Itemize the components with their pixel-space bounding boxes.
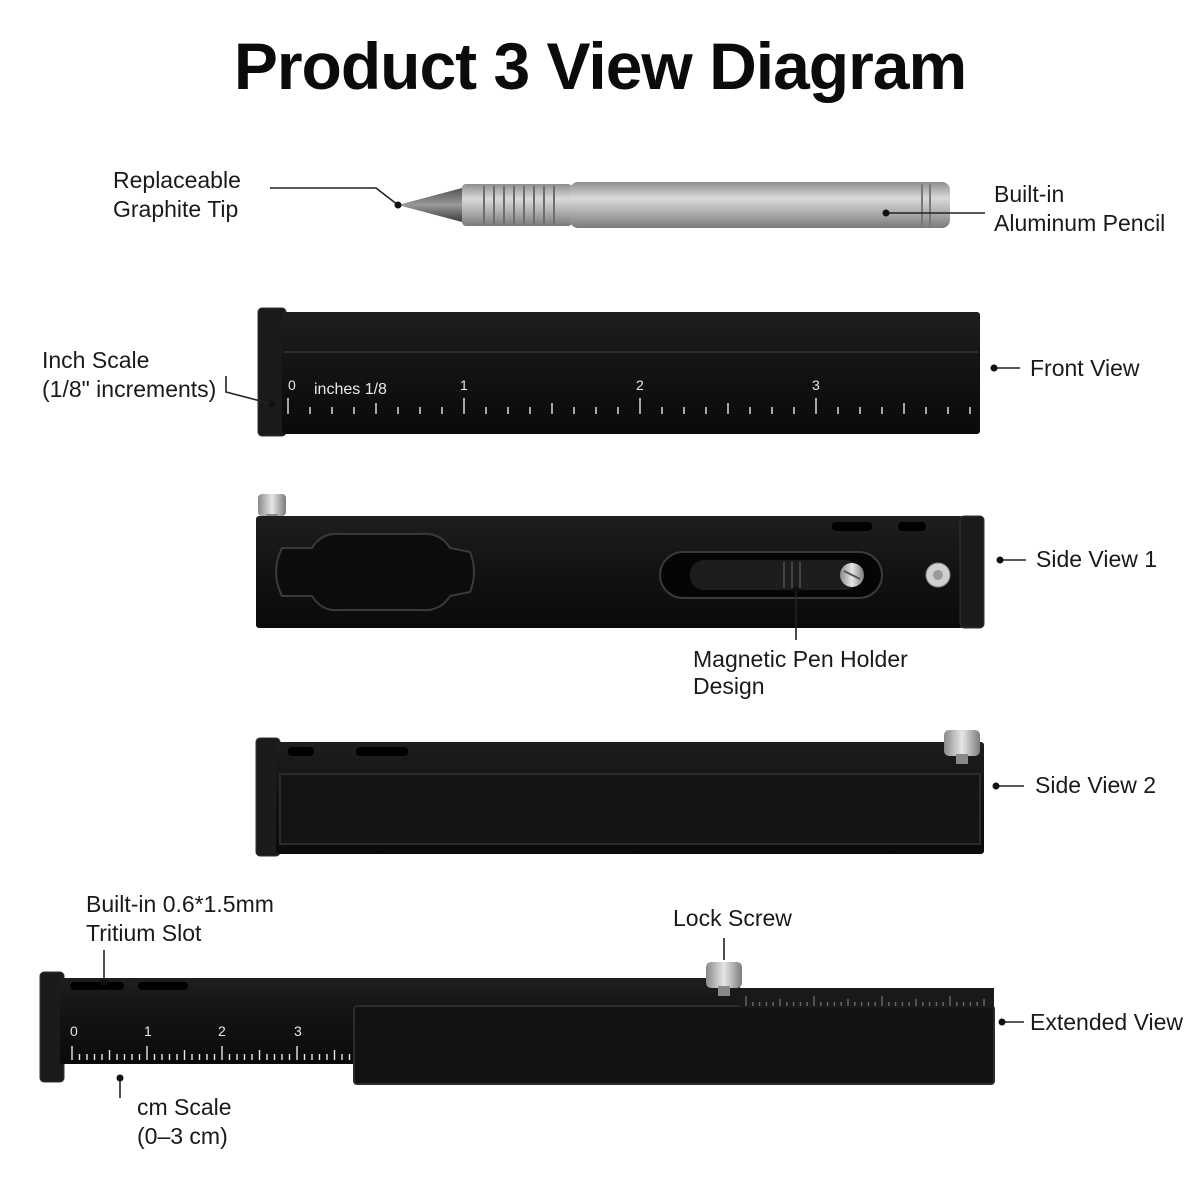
- cm-scale-ticks: [71, 1046, 351, 1060]
- tritium-slot-label: Built-in 0.6*1.5mm Tritium Slot: [86, 891, 274, 946]
- side-view-2-label: Side View 2: [1035, 772, 1157, 798]
- front-end-cap: [257, 307, 287, 437]
- side1-tritium-slot-b: [898, 522, 926, 531]
- inch-number-3: 3: [812, 377, 820, 393]
- side-view-2-ruler: [255, 730, 984, 857]
- ext-outer-sleeve: [353, 1005, 995, 1085]
- graphite-tip-label: Replaceable Graphite Tip: [113, 167, 241, 222]
- aluminum-pencil-label: Built-in Aluminum Pencil: [994, 181, 1166, 236]
- side1-cutout: [275, 532, 475, 612]
- ext-tritium-slot-b: [138, 982, 188, 990]
- inch-number-2: 2: [636, 377, 644, 393]
- ext-tritium-slot-a: [70, 982, 124, 990]
- side2-lock-knob: [944, 730, 980, 756]
- inch-number-0: 0: [288, 377, 296, 393]
- inch-scale-unit: inches 1/8: [314, 381, 387, 398]
- cm-number-3: 3: [294, 1023, 302, 1039]
- aluminum-pencil: [398, 182, 950, 228]
- side2-tritium-slot-b: [356, 747, 408, 756]
- page-title: Product 3 View Diagram: [233, 29, 967, 103]
- side-view-1-ruler: [256, 494, 985, 629]
- ext-top-scale-ticks: [745, 996, 985, 1006]
- leader-lines: [103, 187, 1026, 1098]
- extended-view-label: Extended View: [1030, 1009, 1184, 1035]
- inch-number-1: 1: [460, 377, 468, 393]
- pencil-grip: [462, 184, 572, 226]
- side1-end-cap: [959, 515, 985, 629]
- pencil-grip-rings: [483, 186, 555, 224]
- pen-holder-pen: [690, 560, 860, 590]
- front-body: [282, 312, 980, 434]
- inch-scale-label: Inch Scale (1/8" increments): [42, 347, 217, 402]
- cm-number-0: 0: [70, 1023, 78, 1039]
- cm-number-2: 2: [218, 1023, 226, 1039]
- side2-tritium-slot-a: [288, 747, 314, 756]
- leader-dots: [100, 201, 1006, 1082]
- side1-tritium-slot-a: [832, 522, 872, 531]
- cm-number-1: 1: [144, 1023, 152, 1039]
- lock-screw-knob: [706, 962, 742, 988]
- side1-lock-knob: [258, 494, 286, 516]
- front-view-label: Front View: [1030, 355, 1140, 381]
- graphite-tip: [398, 188, 462, 222]
- pen-holder-label: Magnetic Pen Holder Design: [693, 646, 908, 699]
- side-view-1-label: Side View 1: [1036, 546, 1158, 572]
- front-view-ruler: 0 inches 1/8 1 2 3: [257, 307, 980, 437]
- pencil-barrel: [570, 182, 950, 228]
- lock-screw-label: Lock Screw: [673, 905, 792, 931]
- cm-scale-label: cm Scale (0–3 cm): [137, 1094, 232, 1149]
- pencil-end-rings: [921, 184, 931, 226]
- extended-view-ruler: 0 1 2 3: [39, 962, 995, 1085]
- inch-scale-ticks: [287, 398, 971, 414]
